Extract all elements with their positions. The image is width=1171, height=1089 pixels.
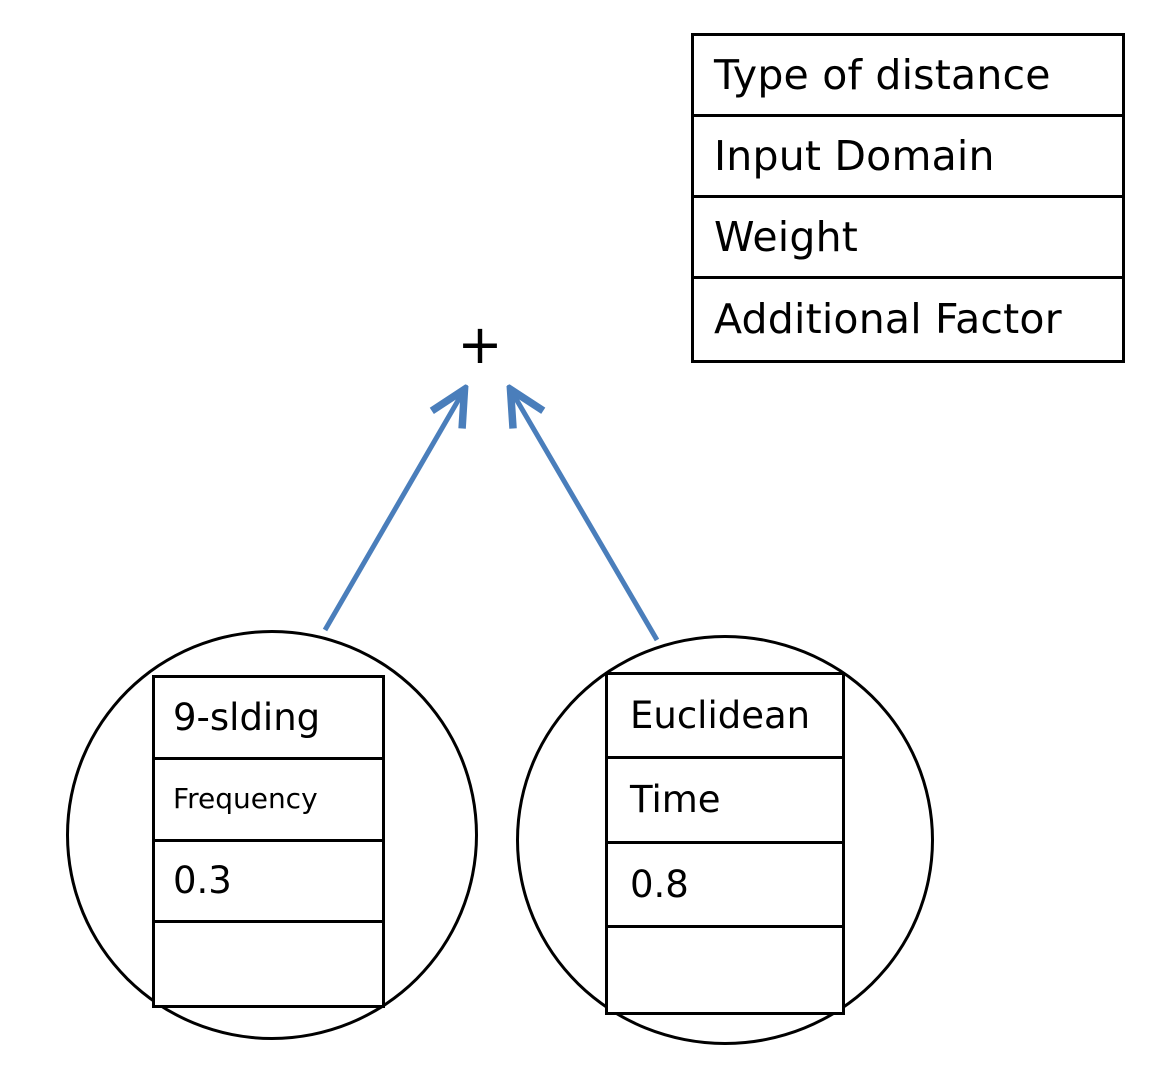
- attr-value: 0.3: [173, 859, 232, 903]
- attr-row-additional-factor: [155, 923, 382, 1005]
- attr-value: Time: [630, 778, 721, 822]
- legend-row-additional-factor: Additional Factor: [694, 279, 1122, 360]
- plus-operator-symbol: +: [457, 313, 503, 376]
- attr-row-type-of-distance: 9-slding: [155, 678, 382, 760]
- arrow-left-to-plus: [322, 392, 463, 632]
- legend-label: Weight: [714, 212, 859, 261]
- distance-node-time-table: Euclidean Time 0.8: [605, 672, 845, 1015]
- legend-label: Type of distance: [714, 50, 1051, 99]
- attr-value: 0.8: [630, 862, 689, 906]
- distance-node-time-circle: [516, 635, 934, 1045]
- attr-row-input-domain: Frequency: [155, 760, 382, 842]
- legend-row-input-domain: Input Domain: [694, 117, 1122, 198]
- attr-row-weight: 0.8: [608, 844, 842, 928]
- attr-value: 9-slding: [173, 695, 321, 739]
- attr-row-input-domain: Time: [608, 759, 842, 844]
- attr-value: Euclidean: [630, 694, 811, 738]
- attr-row-weight: 0.3: [155, 842, 382, 924]
- legend-label: Additional Factor: [714, 295, 1062, 343]
- attr-row-type-of-distance: Euclidean: [608, 675, 842, 760]
- distance-node-frequency-circle: [66, 630, 478, 1040]
- distance-node-frequency-table: 9-slding Frequency 0.3: [152, 675, 385, 1008]
- legend-box: Type of distance Input Domain Weight Add…: [691, 33, 1125, 363]
- legend-row-type-of-distance: Type of distance: [694, 36, 1122, 117]
- attr-value: Frequency: [173, 782, 318, 816]
- legend-label: Input Domain: [714, 131, 995, 180]
- legend-row-weight: Weight: [694, 198, 1122, 279]
- arrow-right-to-plus: [512, 392, 660, 642]
- attr-row-additional-factor: [608, 928, 842, 1012]
